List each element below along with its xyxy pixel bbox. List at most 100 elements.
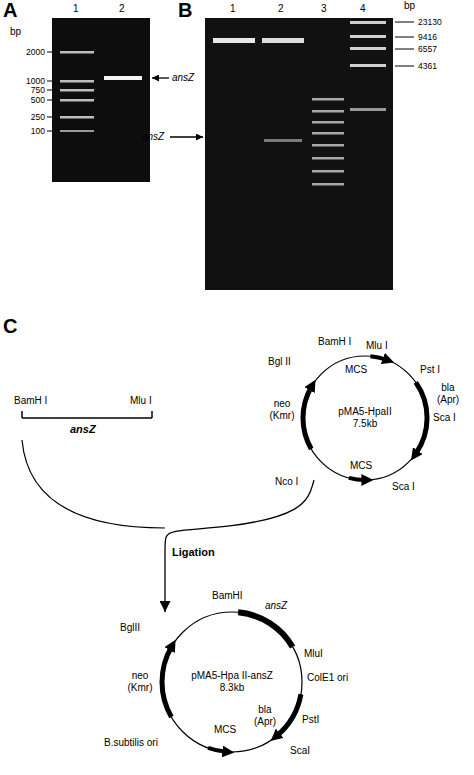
site-tick — [151, 411, 153, 418]
site-label: BamHI — [212, 590, 243, 602]
dna-band — [60, 99, 94, 102]
marker-ticks — [395, 22, 414, 66]
dna-band — [262, 38, 304, 43]
size-marker: 100 — [31, 127, 45, 136]
lane-number: 3 — [321, 3, 327, 15]
region-label: ColE1 ori — [307, 672, 348, 684]
tick-line — [47, 100, 52, 101]
dna-band — [312, 98, 344, 101]
site-label: MCS — [345, 364, 367, 376]
size-marker: 500 — [31, 96, 45, 105]
tick-line — [47, 90, 52, 91]
site-label: Mlu I — [130, 395, 152, 407]
gene-arc — [303, 387, 311, 449]
dna-band — [312, 132, 344, 135]
site-label: MCS — [214, 724, 236, 736]
unit-label: bp — [10, 26, 21, 38]
dna-band — [60, 89, 94, 92]
region-label: B.subtilis ori — [104, 737, 158, 749]
site-label: Mlu I — [366, 340, 388, 352]
dna-band — [213, 38, 255, 43]
dna-band — [350, 108, 386, 111]
panel-letter: B — [178, 0, 192, 20]
site-label: MluI — [304, 648, 323, 660]
tick-line — [395, 49, 414, 50]
marker-ticks — [47, 52, 52, 131]
size-marker: 1000 — [26, 77, 45, 86]
size-marker: 9416 — [418, 33, 437, 42]
ladder-bands — [350, 21, 386, 111]
gene-arc — [162, 647, 171, 717]
dna-band — [312, 157, 344, 160]
dna-band — [60, 51, 94, 54]
size-marker: 750 — [31, 86, 45, 95]
dna-band — [312, 170, 344, 173]
panel-letter: C — [3, 316, 17, 336]
insert-fragment — [22, 411, 152, 418]
size-marker: 250 — [31, 113, 45, 122]
tick-line — [395, 66, 414, 67]
lane-number: 4 — [360, 3, 366, 15]
plasmid-name: pMA5-Hpa II-ansZ 8.3kb — [182, 670, 282, 694]
size-marker: 4361 — [418, 62, 437, 71]
plasmid-circle — [303, 356, 427, 480]
dna-band — [312, 183, 344, 186]
ligation-arrow — [165, 480, 314, 612]
fragment-line — [22, 417, 152, 419]
size-marker: 23130 — [418, 18, 442, 27]
dna-band — [312, 110, 344, 113]
site-label: BamH I — [14, 395, 47, 407]
dna-band — [350, 35, 386, 38]
site-label: MCS — [350, 460, 372, 472]
dna-band — [60, 80, 94, 83]
gene-label: bla (Apr) — [433, 382, 463, 405]
gene-arc — [277, 694, 301, 735]
gene-label: neo (Kmr) — [266, 398, 298, 421]
site-label: Sca I — [433, 412, 456, 424]
tick-line — [395, 37, 414, 38]
lane-number: 1 — [73, 3, 79, 15]
site-label: BamH I — [318, 336, 351, 348]
pcr-band — [104, 76, 142, 80]
gel-image — [52, 18, 150, 182]
size-marker: 2000 — [26, 48, 45, 57]
gene-label: ansZ — [172, 72, 194, 84]
site-label: Sca I — [392, 481, 415, 493]
panel-letter: A — [3, 0, 17, 20]
tick-line — [47, 52, 52, 53]
gel-background — [52, 18, 150, 182]
insert-arc — [238, 612, 293, 647]
plasmid-drawing — [162, 612, 302, 752]
step-label: Ligation — [172, 546, 215, 559]
dna-band — [350, 64, 386, 67]
pointer-arrow — [170, 136, 203, 137]
plasmid-map: pMA5-Hpa II-ansZ 8.3kb — [162, 612, 302, 752]
site-tick — [21, 411, 23, 418]
tick-line — [395, 22, 414, 23]
gene-label: ansZ — [265, 600, 287, 612]
ladder-bands — [60, 51, 94, 132]
site-label: Bgl II — [268, 356, 291, 368]
dna-band — [312, 144, 344, 147]
site-label: Nco I — [275, 476, 298, 488]
gene-label: bla (Apr) — [250, 704, 280, 727]
plasmid-circle — [162, 612, 302, 752]
plasmid-name: pMA5-HpaII 7.5kb — [330, 406, 400, 430]
pointer-arrow — [152, 77, 169, 78]
mcs-arrow — [370, 356, 386, 360]
gel-background — [205, 18, 393, 290]
dna-band — [60, 116, 94, 119]
dna-band — [264, 139, 302, 142]
dna-band — [60, 130, 94, 132]
unit-label: bp — [404, 0, 415, 12]
dna-band — [350, 47, 386, 50]
dna-band — [312, 121, 344, 124]
mcs-arrow — [349, 478, 365, 480]
gene-label: ansZ — [142, 131, 164, 143]
site-label: Pst I — [420, 364, 440, 376]
size-marker: 6557 — [418, 45, 437, 54]
plasmid-map: pMA5-HpaII 7.5kb — [303, 356, 427, 480]
tick-line — [47, 81, 52, 82]
